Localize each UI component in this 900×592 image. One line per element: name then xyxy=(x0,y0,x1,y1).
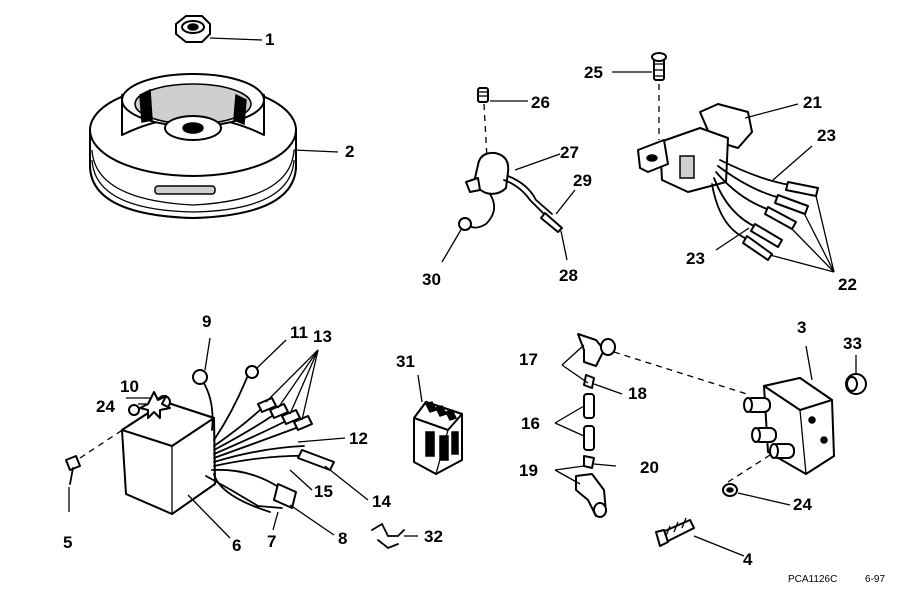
callout-28: 28 xyxy=(559,266,578,285)
callout-6: 6 xyxy=(232,536,241,555)
callout-26: 26 xyxy=(531,93,550,112)
callout-15: 15 xyxy=(314,482,333,501)
callout-14: 14 xyxy=(372,492,391,511)
callout-18: 18 xyxy=(628,384,647,403)
callout-20: 20 xyxy=(640,458,659,477)
rectifier xyxy=(413,374,463,475)
callout-23-top: 23 xyxy=(817,126,836,145)
flywheel-nut xyxy=(175,15,263,43)
callout-17: 17 xyxy=(519,350,538,369)
callout-13: 13 xyxy=(313,327,332,346)
callout-7: 7 xyxy=(267,532,276,551)
callout-22: 22 xyxy=(838,275,857,294)
callout-9: 9 xyxy=(202,312,211,331)
callout-1: 1 xyxy=(265,30,274,49)
ignition-coil-right xyxy=(655,345,867,557)
wire-clip xyxy=(371,522,418,550)
callout-32: 32 xyxy=(424,527,443,546)
drawing-date: 6-97 xyxy=(865,574,885,585)
callout-21: 21 xyxy=(803,93,822,112)
callout-3: 3 xyxy=(797,318,806,337)
switch-box-assembly xyxy=(65,337,369,539)
callout-19: 19 xyxy=(519,461,538,480)
callout-23-bottom: 23 xyxy=(686,249,705,268)
callout-24-right: 24 xyxy=(793,495,812,514)
callout-29: 29 xyxy=(573,171,592,190)
ignition-coil-assembly xyxy=(441,87,576,263)
callout-31: 31 xyxy=(396,352,415,371)
callout-4: 4 xyxy=(743,550,753,569)
callout-8: 8 xyxy=(338,529,347,548)
callout-2: 2 xyxy=(345,142,354,161)
callout-27: 27 xyxy=(560,143,579,162)
flywheel xyxy=(89,73,339,219)
primer-hose-set xyxy=(554,333,751,518)
callout-16: 16 xyxy=(521,414,540,433)
power-pack-assembly xyxy=(612,52,835,273)
callout-12: 12 xyxy=(349,429,368,448)
callout-11: 11 xyxy=(290,323,308,342)
callout-10: 10 xyxy=(120,377,139,396)
part-code: PCA1126C xyxy=(788,574,837,585)
callout-30: 30 xyxy=(422,270,441,289)
callout-5: 5 xyxy=(63,533,72,552)
callout-25: 25 xyxy=(584,63,603,82)
callout-33: 33 xyxy=(843,334,862,353)
callout-24-left: 24 xyxy=(96,397,115,416)
